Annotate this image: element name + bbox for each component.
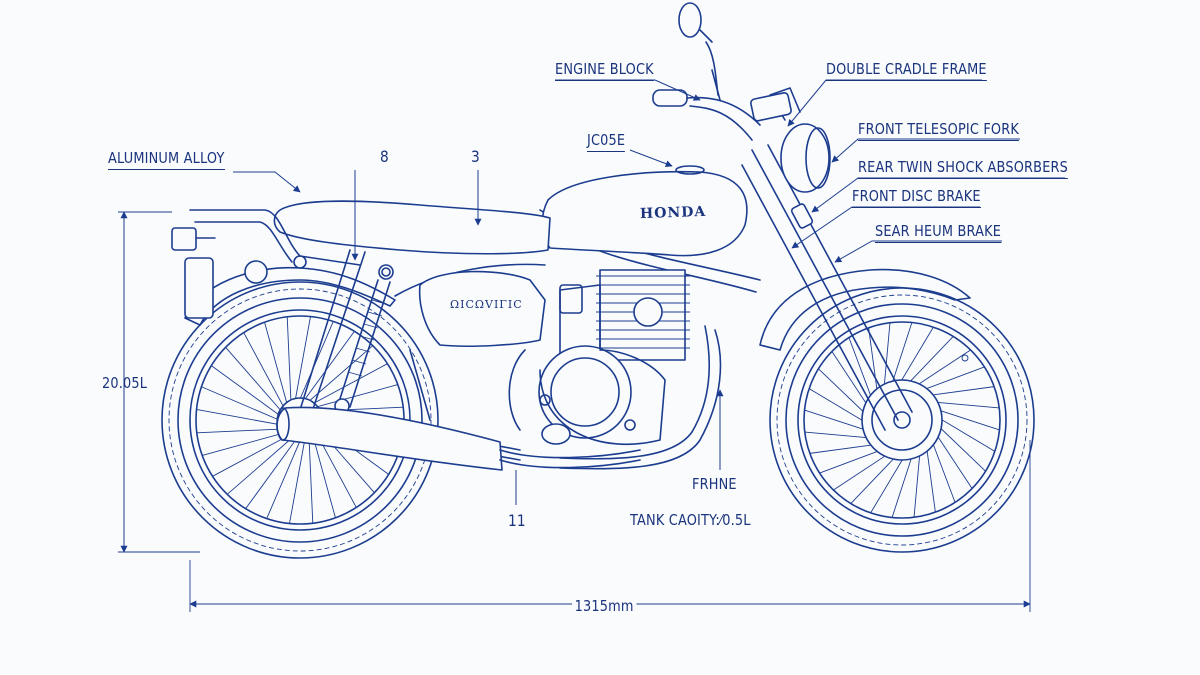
- label-tank-capacity: TANK CAOITY:⁄0.5L: [630, 511, 751, 529]
- spoke: [264, 322, 290, 412]
- callout-8: 8: [380, 147, 389, 166]
- dimension-length: 1315mm: [572, 597, 637, 615]
- dimension-lines: [118, 211, 1031, 612]
- exhaust: [276, 349, 641, 471]
- spoke: [243, 332, 288, 415]
- callout-11: 11: [508, 511, 526, 530]
- spoke: [289, 432, 307, 524]
- spoke: [286, 316, 292, 410]
- spoke: [245, 433, 301, 509]
- spoke: [266, 433, 304, 519]
- rear-shock-absorber: [334, 264, 431, 421]
- spoke: [201, 386, 287, 424]
- spoke: [212, 432, 295, 477]
- spoke: [211, 365, 287, 421]
- engine: [538, 269, 690, 445]
- spoke: [308, 430, 314, 524]
- spoke: [226, 433, 298, 495]
- label-double-cradle-frame: DOUBLE CRADLE FRAME: [826, 60, 987, 81]
- fuel-tank: [541, 170, 748, 257]
- front-fork: [741, 144, 913, 431]
- label-front-telescopic-fork: FRONT TELESOPIC FORK: [858, 120, 1020, 141]
- spoke: [202, 430, 292, 456]
- rear-spokes: [196, 316, 404, 524]
- handlebar: [652, 2, 761, 141]
- side-cover-badge: ΩΙCΩVΙΓΙC: [450, 298, 523, 311]
- front-fender: [759, 268, 971, 351]
- label-rear-twin-shock-absorbers: REAR TWIN SHOCK ABSORBERS: [858, 158, 1069, 179]
- label-front-disc-brake: FRONT DISC BRAKE: [852, 187, 981, 208]
- spoke: [225, 346, 287, 418]
- tank-logo: HONDA: [639, 203, 707, 223]
- spoke: [196, 428, 290, 434]
- spoke: [302, 345, 374, 407]
- label-engine-block: ENGINE BLOCK: [555, 60, 654, 81]
- spoke: [305, 363, 388, 408]
- spoke: [293, 316, 311, 408]
- side-cover: [418, 270, 546, 347]
- dimension-height: 20.05L: [102, 374, 148, 392]
- label-aluminum-alloy: ALUMINUM ALLOY: [108, 149, 225, 170]
- label-rear-drum-brake: SEAR HEUM BRAKE: [875, 222, 1002, 243]
- seat: [273, 200, 551, 255]
- label-frame: FRНNE: [692, 475, 737, 493]
- label-code: JC05E: [587, 131, 626, 152]
- headlight: [750, 87, 831, 193]
- spoke: [196, 409, 288, 427]
- front-wheel: [769, 287, 1035, 553]
- callout-3: 3: [471, 147, 480, 166]
- tail-section: [171, 209, 391, 319]
